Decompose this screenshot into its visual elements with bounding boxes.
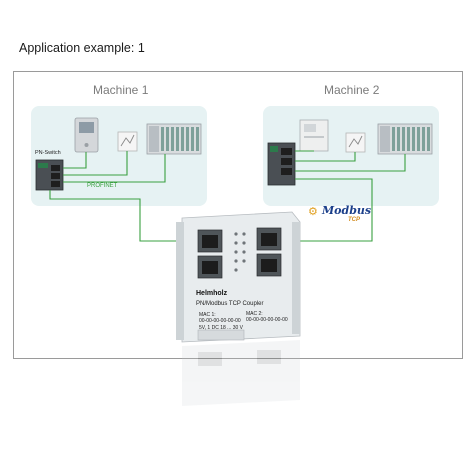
coupler-voltage: 5V, 1 DC 18 ... 30 V [199,325,244,331]
io-station-2-icon [377,123,433,155]
hmi-panel-icon [74,117,99,153]
page-title: Application example: 1 [19,41,145,55]
profinet-label: PROFINET [87,183,118,189]
pn-switch-label: PN-Switch [35,150,61,156]
machine-2-network-lines [272,150,406,242]
machine-1-network-lines [49,151,200,242]
coupler-mac2: MAC 2: [246,311,263,317]
modbus-word: Modbus [322,204,372,217]
diagram-frame [13,71,463,359]
drive-icon [117,131,138,152]
io-station-1-icon [146,123,202,155]
coupler-mac1: MAC 1: [199,312,216,318]
machine-2-label: Machine 2 [324,83,380,97]
coupler-mac1-value: 00-00-00-00-00-00 [199,318,241,324]
drive-2-icon [345,132,366,153]
gear-icon: ⚙ [308,206,318,218]
coupler-device [176,211,301,343]
pn-switch-icon [35,159,64,191]
plc-icon [299,119,329,152]
machine-1-label: Machine 1 [93,83,149,97]
coupler-reflection [182,340,300,406]
coupler-product: PN/Modbus TCP Coupler [196,301,264,307]
coupler-mac2-value: 00-00-00-00-00-00 [246,317,288,323]
modbus-tcp: TCP [348,217,360,223]
coupler-brand: Helmholz [196,290,228,297]
switch-2-icon [267,142,296,186]
